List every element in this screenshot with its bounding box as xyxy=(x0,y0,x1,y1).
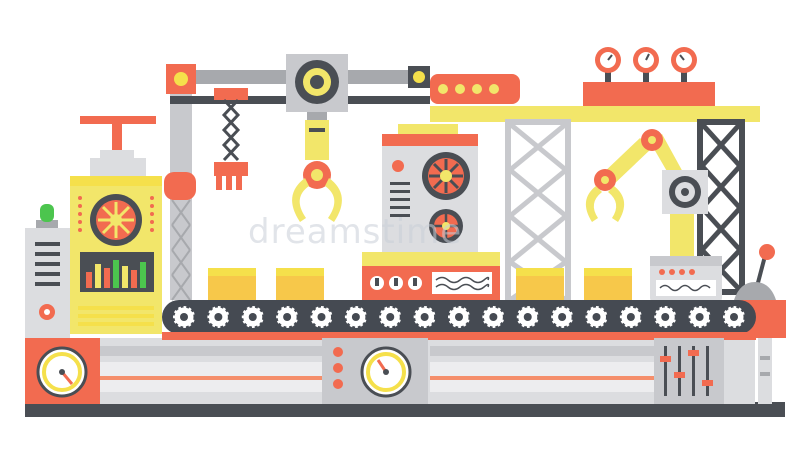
robotic-claw-icon xyxy=(214,88,248,190)
lamp-base xyxy=(36,220,58,228)
base-strip xyxy=(25,402,785,417)
equalizer-screen xyxy=(80,252,154,292)
gear-icon xyxy=(422,152,470,200)
gear-icon xyxy=(652,304,678,330)
gear-icon xyxy=(240,304,266,330)
conveyor-rollers xyxy=(171,304,747,330)
conveyor-belt xyxy=(162,300,756,340)
processing-unit xyxy=(362,124,500,300)
middle-dial-block xyxy=(322,338,428,404)
gear-icon xyxy=(377,304,403,330)
gear-icon xyxy=(205,304,231,330)
pressure-gauge-icon xyxy=(595,47,621,82)
left-cabinet xyxy=(25,204,70,338)
control-dials xyxy=(370,276,422,290)
gear-icon xyxy=(515,304,541,330)
gear-icon xyxy=(412,304,438,330)
gear-icon xyxy=(309,304,334,330)
gear-icon xyxy=(687,304,713,330)
conveyor-boxes xyxy=(208,268,632,302)
gear-icon xyxy=(274,304,300,330)
gear-icon xyxy=(90,194,142,246)
gear-icon xyxy=(662,170,708,214)
pressure-gauge-icon xyxy=(671,47,697,82)
robotic-claw-icon xyxy=(292,161,342,222)
gear-icon xyxy=(584,304,609,330)
slider-panel xyxy=(654,338,724,404)
gear-icon xyxy=(295,60,339,104)
left-dial-block xyxy=(25,338,100,404)
valve-handle-icon xyxy=(80,116,156,152)
gear-icon xyxy=(721,304,747,330)
pipe-rail-right xyxy=(430,376,655,380)
box xyxy=(276,268,324,302)
gear-icon xyxy=(171,304,197,330)
central-claw-assembly xyxy=(286,54,348,222)
gear-icon xyxy=(480,304,506,330)
gear-icon xyxy=(446,304,472,330)
pipe-rail-left xyxy=(98,376,323,380)
wave-display xyxy=(432,272,492,294)
robot-arm xyxy=(585,129,722,302)
pressure-gauge-icon xyxy=(360,346,412,398)
box xyxy=(208,268,256,302)
press-machine xyxy=(70,116,162,334)
gear-icon xyxy=(429,209,463,243)
pressure-gauge-icon xyxy=(633,47,659,82)
robotic-claw-icon xyxy=(585,169,625,222)
top-gauges xyxy=(595,47,697,82)
indicator-lamp-icon xyxy=(40,204,54,222)
gear-icon xyxy=(549,304,575,330)
upper-rail xyxy=(430,74,760,122)
gear-icon xyxy=(618,304,644,330)
box xyxy=(516,268,564,302)
box xyxy=(584,268,632,302)
gear-icon xyxy=(343,304,369,330)
